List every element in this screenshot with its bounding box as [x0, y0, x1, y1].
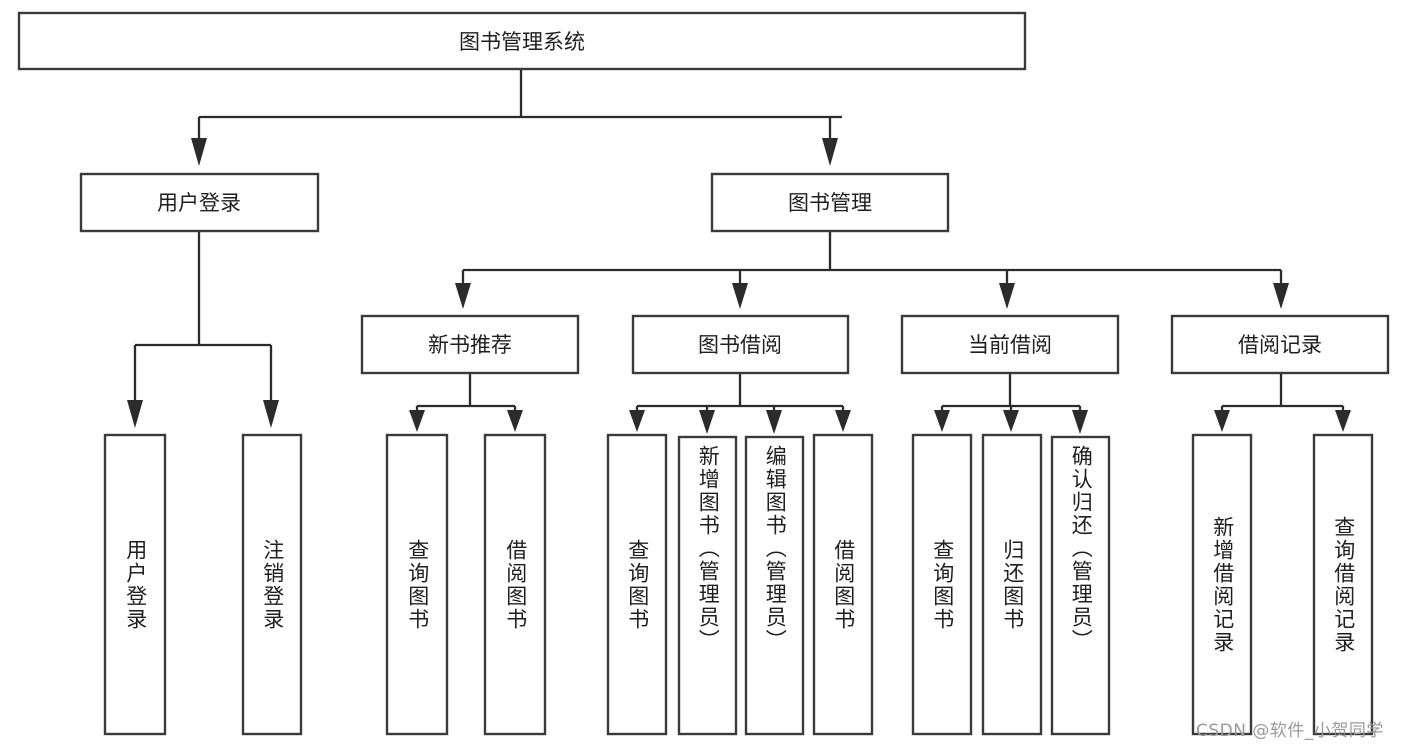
node-book-manage-label: 图书管理 — [788, 191, 872, 215]
leaf-return-book-box[interactable] — [981, 433, 1043, 736]
arrow-head-leaf-return-book — [1003, 410, 1019, 432]
leaf-query-book-3-box[interactable] — [911, 433, 973, 736]
arrow-head-leaf-add-book-admin — [699, 410, 715, 434]
connector-group-book-manage — [455, 231, 1289, 309]
arrow-head-leaf-query-book-1 — [409, 410, 425, 432]
connector-group-new-book-recommend — [409, 373, 523, 432]
csdn-watermark: CSDN @软件_小贺同学 — [1196, 721, 1384, 741]
node-root[interactable]: 图书管理系统 — [17, 11, 1027, 71]
arrow-head-leaf-confirm-return-admin — [1072, 410, 1088, 434]
node-root-label: 图书管理系统 — [459, 30, 585, 54]
node-book-borrow[interactable]: 图书借阅 — [631, 314, 850, 375]
leaf-boxes-group — [103, 433, 1374, 736]
node-user-login-label: 用户登录 — [157, 191, 241, 215]
connector-group-current-borrow — [934, 373, 1088, 434]
node-borrow-records-label: 借阅记录 — [1238, 333, 1322, 357]
arrow-head-new-book-recommend — [455, 283, 471, 309]
leaf-confirm-return-admin-box[interactable] — [1050, 435, 1111, 736]
connector-group-root — [191, 69, 842, 166]
leaf-query-borrow-record-box[interactable] — [1312, 433, 1374, 736]
node-new-book-recommend-box[interactable] — [360, 314, 580, 375]
arrow-head-book-borrow — [732, 283, 748, 309]
leaf-query-book-2-box[interactable] — [606, 433, 668, 736]
node-user-login[interactable]: 用户登录 — [79, 172, 320, 233]
arrow-head-leaf-borrow-book-2 — [835, 410, 851, 432]
connector-group-book-borrow — [629, 373, 851, 434]
node-borrow-records[interactable]: 借阅记录 — [1170, 314, 1390, 375]
node-borrow-records-box[interactable] — [1170, 314, 1390, 375]
leaf-add-borrow-record-box[interactable] — [1191, 433, 1253, 736]
arrow-head-leaf-user-login — [127, 400, 143, 428]
node-new-book-recommend[interactable]: 新书推荐 — [360, 314, 580, 375]
leaf-user-login-box[interactable] — [103, 433, 167, 736]
leaf-borrow-book-2-box[interactable] — [812, 433, 874, 736]
arrow-head-leaf-add-borrow-record — [1214, 410, 1230, 432]
arrow-head-leaf-edit-book-admin — [766, 410, 782, 434]
arrow-head-leaf-logout-login — [263, 400, 279, 428]
node-user-login-box[interactable] — [79, 172, 320, 233]
arrow-head-leaf-query-book-3 — [934, 410, 950, 432]
connector-group-user-login — [127, 231, 279, 428]
arrow-head-leaf-query-book-2 — [629, 410, 645, 432]
node-current-borrow[interactable]: 当前借阅 — [900, 314, 1120, 375]
leaf-borrow-book-1-box[interactable] — [483, 433, 547, 736]
node-book-manage-box[interactable] — [710, 172, 950, 233]
node-book-borrow-box[interactable] — [631, 314, 850, 375]
leaf-logout-login-box[interactable] — [241, 433, 303, 736]
arrow-head-leaf-query-borrow-record — [1335, 410, 1351, 432]
arrow-head-borrow-records — [1273, 283, 1289, 309]
arrow-head-leaf-borrow-book-1 — [507, 410, 523, 432]
connector-group-borrow-records — [1214, 373, 1351, 432]
node-current-borrow-label: 当前借阅 — [968, 333, 1052, 357]
node-current-borrow-box[interactable] — [900, 314, 1120, 375]
leaf-edit-book-admin-box[interactable] — [744, 435, 805, 736]
node-root-box[interactable] — [17, 11, 1027, 71]
node-new-book-recommend-label: 新书推荐 — [428, 333, 512, 357]
arrow-head-current-borrow — [999, 283, 1015, 309]
node-book-manage[interactable]: 图书管理 — [710, 172, 950, 233]
leaf-add-book-admin-box[interactable] — [677, 435, 738, 736]
leaf-query-book-1-box[interactable] — [385, 433, 449, 736]
arrow-head-book-manage — [822, 138, 838, 166]
node-book-borrow-label: 图书借阅 — [698, 333, 782, 357]
arrow-head-user-login — [191, 138, 207, 166]
